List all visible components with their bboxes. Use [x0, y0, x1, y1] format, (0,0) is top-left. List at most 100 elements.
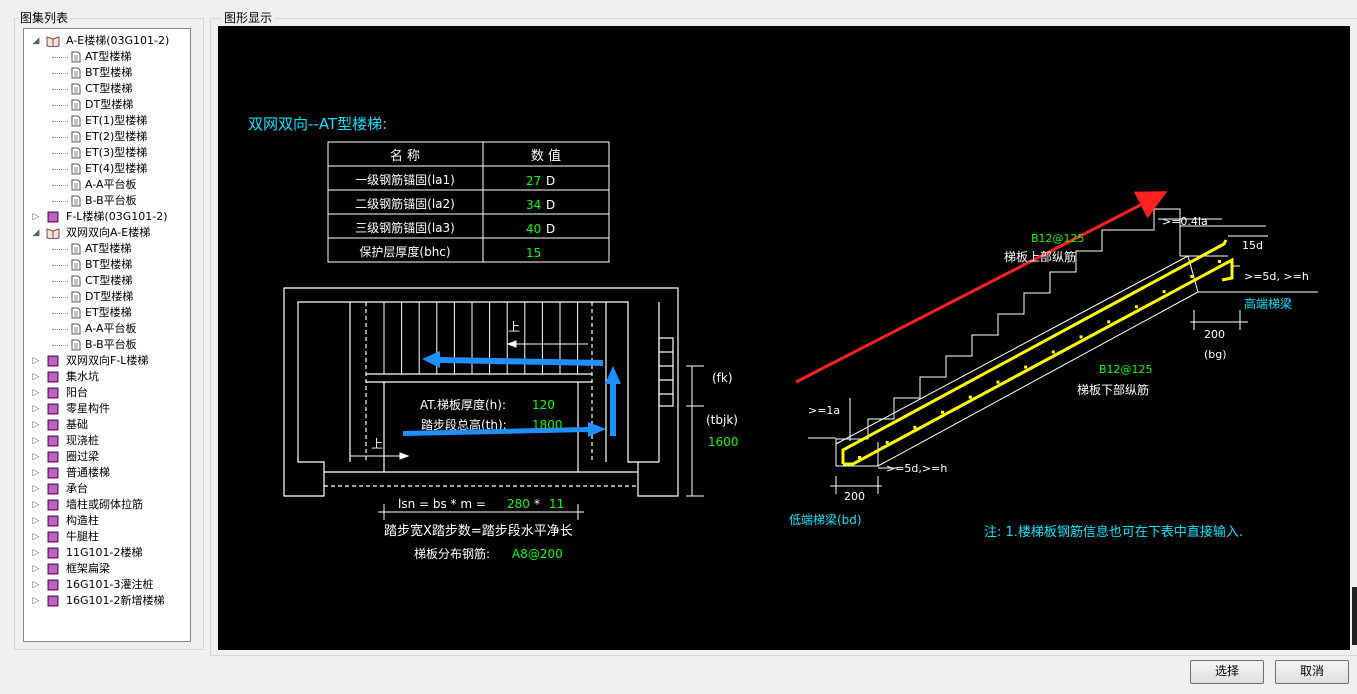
- table-row-value[interactable]: 15: [526, 246, 541, 260]
- tree-leaf-item[interactable]: DT型楼梯: [24, 289, 188, 305]
- expand-arrow-icon[interactable]: ▷: [32, 532, 40, 542]
- expand-arrow-icon[interactable]: ▷: [32, 436, 40, 446]
- tree-group-item[interactable]: ▷牛腿柱: [24, 529, 188, 545]
- tree-group-item[interactable]: ▷承台: [24, 481, 188, 497]
- expand-arrow-icon[interactable]: ▷: [32, 212, 40, 222]
- drawing-heading: 双网双向--AT型楼梯:: [248, 115, 387, 133]
- expand-arrow-icon[interactable]: ▷: [32, 452, 40, 462]
- tree-group-item[interactable]: ▷16G101-3灌注桩: [24, 577, 188, 593]
- tree-leaf-item[interactable]: CT型楼梯: [24, 273, 188, 289]
- tree-leaf-item[interactable]: DT型楼梯: [24, 97, 188, 113]
- scrollbar-thumb[interactable]: [1352, 587, 1357, 645]
- tree-group-item[interactable]: ▷圈过梁: [24, 449, 188, 465]
- tree-connector: [52, 249, 68, 250]
- tree-connector: [52, 201, 68, 202]
- expand-arrow-icon[interactable]: ▷: [32, 388, 40, 398]
- right-panel-title: 图形显示: [222, 11, 275, 25]
- expand-arrow-icon[interactable]: ▷: [32, 580, 40, 590]
- high-end-beam-label: 高端梯梁: [1244, 296, 1292, 311]
- collapse-arrow-icon[interactable]: ◢: [32, 228, 40, 238]
- expand-arrow-icon[interactable]: ▷: [32, 356, 40, 366]
- tree-group-item[interactable]: ◢A-E楼梯(03G101-2): [24, 33, 188, 49]
- tree-group-item[interactable]: ▷阳台: [24, 385, 188, 401]
- expand-arrow-icon[interactable]: ▷: [32, 484, 40, 494]
- high-beam-width[interactable]: 200: [1204, 328, 1225, 341]
- expand-arrow-icon[interactable]: ▷: [32, 596, 40, 606]
- top-rebar-value[interactable]: B12@125: [1031, 232, 1085, 245]
- tree-leaf-item[interactable]: AT型楼梯: [24, 49, 188, 65]
- top-anchor-label: >=0.4la: [1162, 215, 1208, 228]
- expand-arrow-icon[interactable]: ▷: [32, 500, 40, 510]
- tree-group-item[interactable]: ▷16G101-2新增楼梯: [24, 593, 188, 609]
- tree-group-item[interactable]: ▷现浇桩: [24, 433, 188, 449]
- tree-leaf-item[interactable]: ET(4)型楼梯: [24, 161, 188, 177]
- tree-leaf-item[interactable]: ET(3)型楼梯: [24, 145, 188, 161]
- tree-item-label: 双网双向A-E楼梯: [66, 226, 151, 239]
- tree-leaf-item[interactable]: ET型楼梯: [24, 305, 188, 321]
- bg-label: (bg): [1204, 348, 1227, 361]
- tree-leaf-item[interactable]: ET(1)型楼梯: [24, 113, 188, 129]
- rebar-dot: [913, 425, 917, 429]
- document-icon: [71, 339, 81, 351]
- expand-arrow-icon[interactable]: ▷: [32, 516, 40, 526]
- tree-leaf-item[interactable]: ET(2)型楼梯: [24, 129, 188, 145]
- tread-count-value[interactable]: 11: [549, 497, 564, 511]
- tree-group-item[interactable]: ▷基础: [24, 417, 188, 433]
- tree-item-label: ET(2)型楼梯: [85, 130, 148, 143]
- expand-arrow-icon[interactable]: ▷: [32, 468, 40, 478]
- tree-leaf-item[interactable]: B-B平台板: [24, 193, 188, 209]
- tree-leaf-item[interactable]: CT型楼梯: [24, 81, 188, 97]
- collapse-arrow-icon[interactable]: ◢: [32, 36, 40, 46]
- tree-group-item[interactable]: ▷构造柱: [24, 513, 188, 529]
- document-icon: [71, 51, 81, 63]
- tree-group-item[interactable]: ◢ 双网双向A-E楼梯: [24, 225, 188, 241]
- top-anchor2-label: >=5d, >=h: [1244, 270, 1309, 283]
- document-icon: [71, 115, 81, 127]
- tree-group-item[interactable]: ▷零星构件: [24, 401, 188, 417]
- tree-group-item[interactable]: ▷普通楼梯: [24, 465, 188, 481]
- bottom-rebar-value[interactable]: B12@125: [1099, 363, 1153, 376]
- document-icon: [71, 195, 81, 207]
- tree-leaf-item[interactable]: B-B平台板: [24, 337, 188, 353]
- open-book-icon: [46, 227, 60, 240]
- select-button[interactable]: 选择: [1190, 660, 1264, 684]
- table-row-value[interactable]: 27: [526, 174, 541, 188]
- book-icon: [46, 483, 60, 495]
- tree-group-item[interactable]: ▷集水坑: [24, 369, 188, 385]
- expand-arrow-icon[interactable]: ▷: [32, 372, 40, 382]
- tree-group-item[interactable]: ▷墙柱或砌体拉筋: [24, 497, 188, 513]
- tree-group-item[interactable]: ▷11G101-2楼梯: [24, 545, 188, 561]
- expand-arrow-icon[interactable]: ▷: [32, 420, 40, 430]
- rebar-dot: [1079, 335, 1083, 339]
- tree-group-item[interactable]: ▷框架扁梁: [24, 561, 188, 577]
- tree-group-item[interactable]: ▷双网双向F-L楼梯: [24, 353, 188, 369]
- book-icon: [46, 531, 60, 543]
- tread-width-value[interactable]: 280: [507, 497, 530, 511]
- rebar-dot: [1162, 290, 1166, 294]
- cancel-button[interactable]: 取消: [1275, 660, 1349, 684]
- table-row-unit: D: [546, 174, 555, 188]
- tbjk-value[interactable]: 1600: [708, 435, 739, 449]
- low-beam-width[interactable]: 200: [844, 490, 865, 503]
- tree-item-label: DT型楼梯: [85, 290, 134, 303]
- tree-leaf-item[interactable]: A-A平台板: [24, 177, 188, 193]
- slab-thickness-value[interactable]: 120: [532, 398, 555, 412]
- tree-leaf-item[interactable]: BT型楼梯: [24, 65, 188, 81]
- table-row-value[interactable]: 40: [526, 222, 541, 236]
- expand-arrow-icon[interactable]: ▷: [32, 404, 40, 414]
- tree-leaf-item[interactable]: A-A平台板: [24, 321, 188, 337]
- book-icon: [46, 355, 60, 367]
- tree-group-item[interactable]: ▷F-L楼梯(03G101-2): [24, 209, 188, 225]
- document-icon: [71, 275, 81, 287]
- book-icon: [46, 403, 60, 415]
- low-anchor-label: >=5d,>=h: [886, 462, 947, 475]
- fk-label: (fk): [712, 371, 733, 385]
- tree-leaf-item[interactable]: AT型楼梯: [24, 241, 188, 257]
- expand-arrow-icon[interactable]: ▷: [32, 548, 40, 558]
- stair-plan-view: [283, 287, 679, 497]
- tree-leaf-item[interactable]: BT型楼梯: [24, 257, 188, 273]
- table-row-value[interactable]: 34: [526, 198, 541, 212]
- expand-arrow-icon[interactable]: ▷: [32, 564, 40, 574]
- distribution-rebar-value[interactable]: A8@200: [512, 547, 563, 561]
